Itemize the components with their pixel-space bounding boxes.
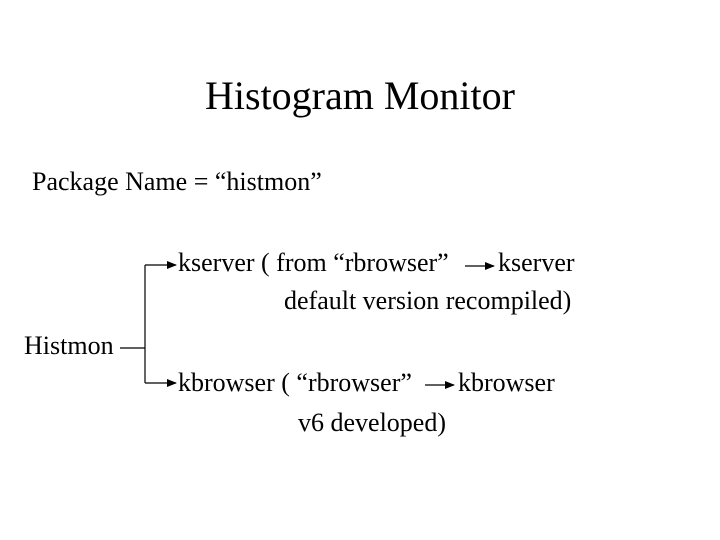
slide-title: Histogram Monitor [205, 73, 515, 118]
kserver-line1-left: kserver ( from “rbrowser” [178, 248, 449, 277]
kbrowser-line2: v6 developed) [298, 408, 447, 437]
kserver-line1-right: kserver [498, 248, 575, 277]
kserver-line2: default version recompiled) [284, 286, 572, 315]
kbrowser-line1-left: kbrowser ( “rbrowser” [178, 368, 412, 397]
histmon-label: Histmon [24, 331, 114, 360]
package-name-text: Package Name = “histmon” [32, 167, 322, 196]
kbrowser-line1-right: kbrowser [458, 368, 555, 397]
